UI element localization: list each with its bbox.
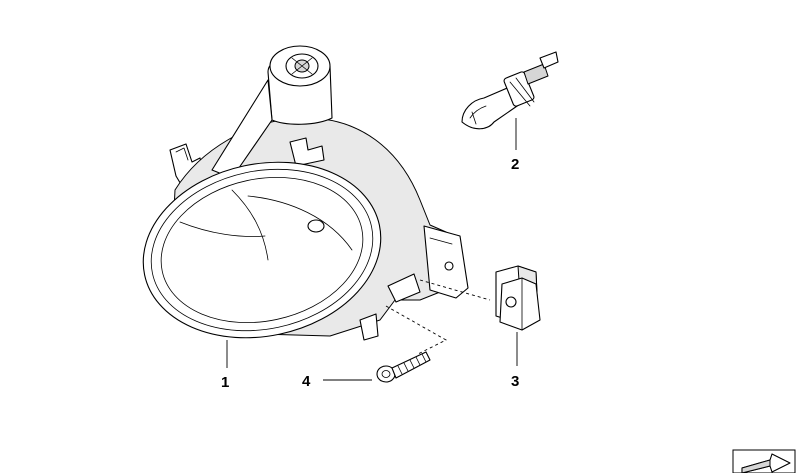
arrow-corner-icon [732, 449, 796, 473]
part-label-4: 4 [302, 373, 311, 390]
part-label-1: 1 [221, 374, 229, 391]
part-label-3: 3 [511, 373, 519, 390]
fog-lamp-housing [142, 45, 469, 341]
part-label-2: 2 [511, 156, 519, 173]
screw [376, 351, 431, 383]
assembly-line-screw [385, 305, 447, 355]
bulb [461, 51, 559, 130]
assembly-line-clip [419, 279, 491, 301]
clip-nut [495, 265, 541, 331]
